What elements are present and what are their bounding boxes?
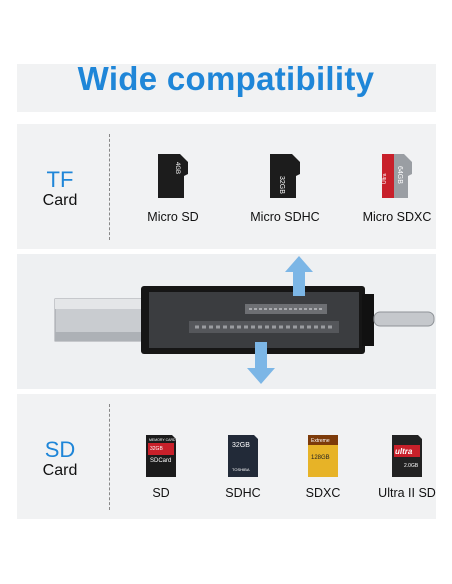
micro-sd-card-icon: 4GB (156, 152, 190, 200)
svg-text:ultra: ultra (395, 447, 413, 456)
tf-divider (109, 134, 110, 240)
tf-card-section (17, 124, 436, 249)
micro-sdxc-card-icon: Ultra 64GB (380, 152, 414, 200)
svg-text:64GB: 64GB (396, 166, 403, 184)
svg-text:2.0GB: 2.0GB (404, 463, 419, 469)
micro-sdhc-card-icon: 32GB (268, 152, 302, 200)
sdhc-card-icon: 32GB TOSHIBA (226, 433, 260, 479)
svg-text:MEMORY CARD: MEMORY CARD (149, 438, 176, 442)
tf-label: TF Card (20, 168, 100, 210)
svg-text:TOSHIBA: TOSHIBA (232, 467, 250, 472)
sd-label: SD Card (20, 438, 100, 480)
tf-subheading: Card (42, 192, 78, 209)
title-band (17, 64, 436, 112)
sdxc-label-text: SDXC (305, 486, 341, 500)
micro-sdhc-label: Micro SDHC (250, 210, 320, 224)
sdxc-card-icon: Extreme 128GB (306, 433, 340, 479)
svg-text:4GB: 4GB (174, 162, 180, 174)
ultra-ii-sd-card-icon: ultra 2.0GB (390, 433, 424, 479)
sd-heading: SD (44, 437, 76, 462)
svg-text:128GB: 128GB (311, 455, 330, 461)
sd-card-section (17, 394, 436, 519)
card-reader-device (17, 254, 436, 389)
svg-text:SDCard: SDCard (150, 458, 171, 464)
svg-text:Ultra: Ultra (382, 173, 388, 184)
micro-sdxc-label: Micro SDXC (362, 210, 432, 224)
sd-label-text: SD (152, 486, 170, 500)
page-title: Wide compatibility (77, 60, 375, 97)
sdhc-label-text: SDHC (225, 486, 261, 500)
micro-sd-label: Micro SD (147, 210, 199, 224)
sd-card-icon: MEMORY CARD 32GB SDCard (144, 433, 178, 479)
svg-text:32GB: 32GB (232, 442, 250, 449)
sd-subheading: Card (42, 462, 78, 479)
svg-text:32GB: 32GB (278, 176, 285, 194)
tf-heading: TF (46, 167, 74, 192)
ultra-ii-sd-label-text: Ultra II SD (378, 486, 436, 500)
svg-text:Extreme: Extreme (311, 438, 330, 444)
sd-divider (109, 404, 110, 510)
svg-text:32GB: 32GB (150, 446, 163, 452)
